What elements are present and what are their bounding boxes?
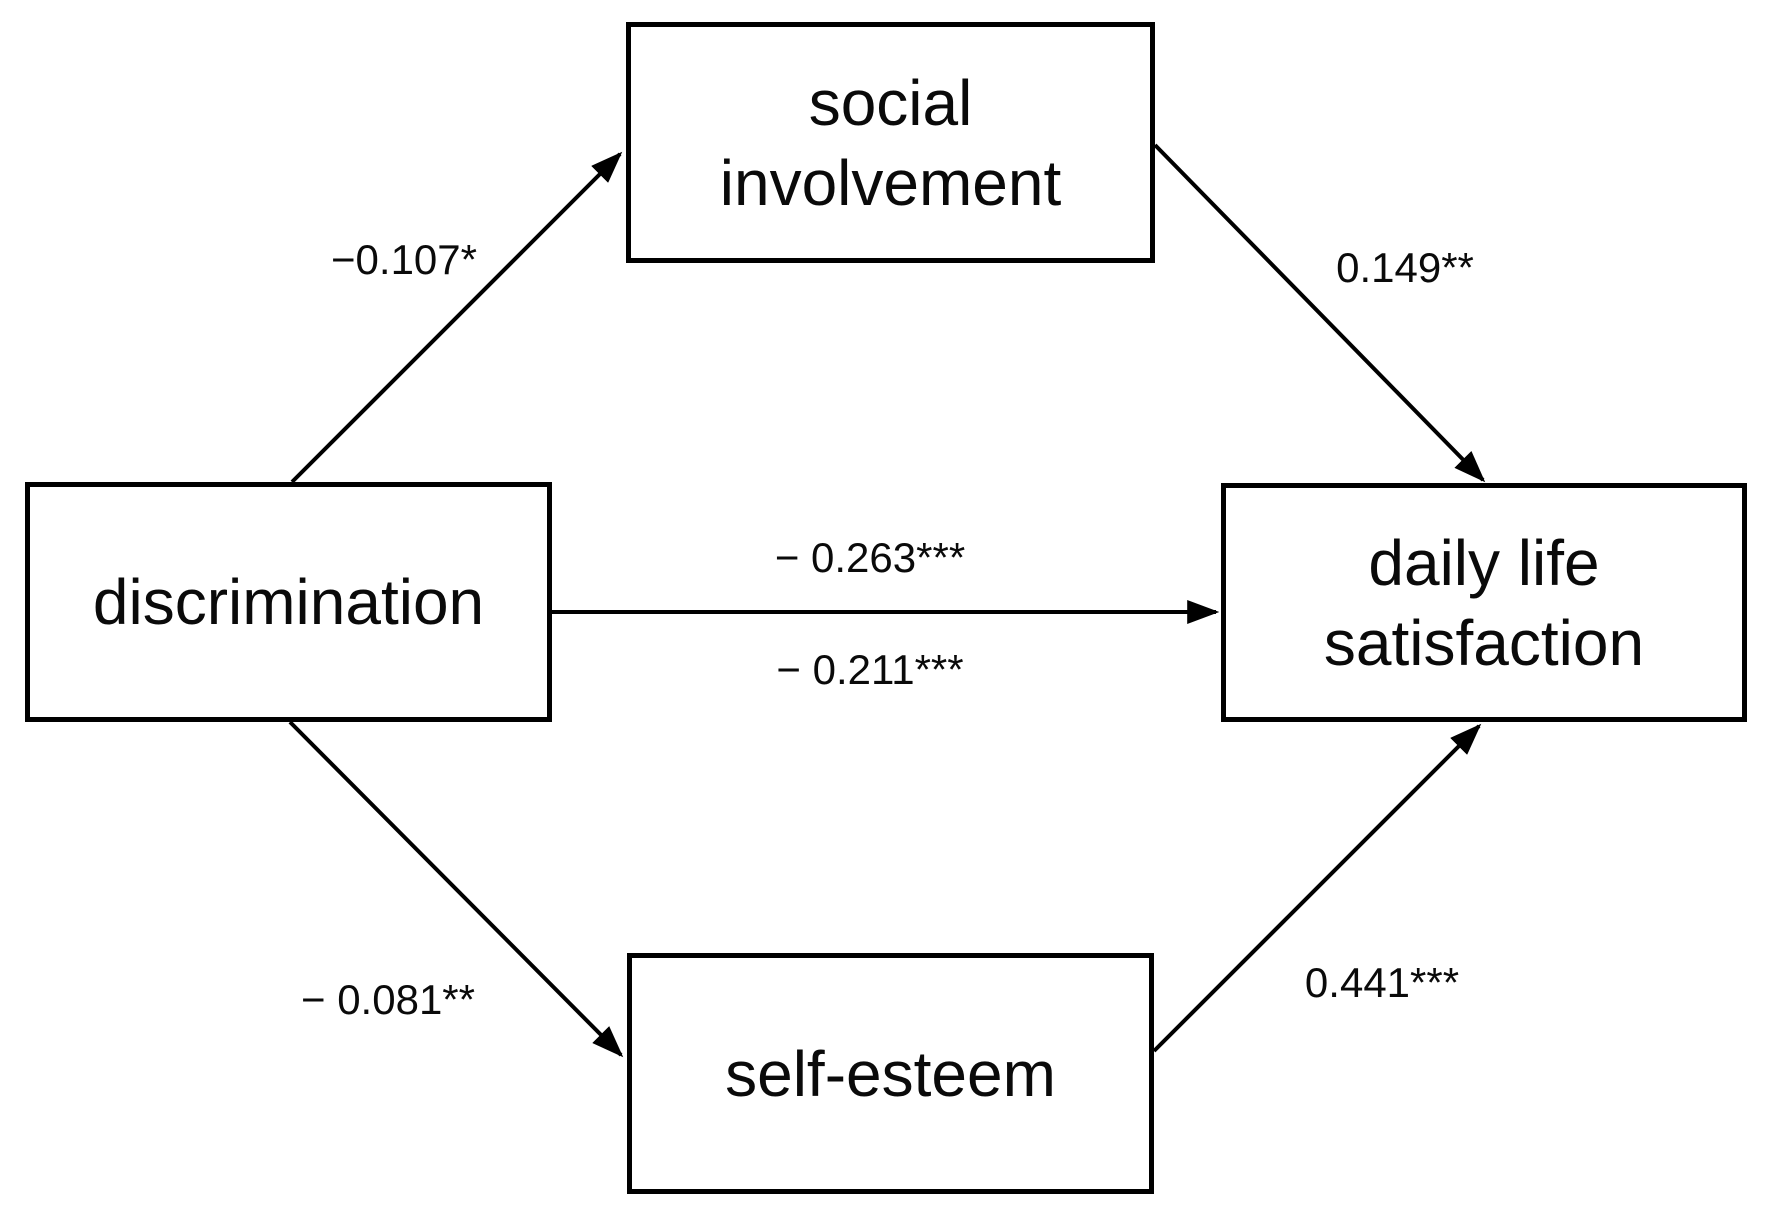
arrow-discrimination-to-social-involvement bbox=[290, 151, 623, 484]
arrow-social-involvement-to-daily-life-satisfaction bbox=[1153, 143, 1486, 483]
coefficient-discrimination-self-esteem: − 0.081** bbox=[301, 976, 475, 1023]
coefficient-self-esteem-daily-life-satisfaction: 0.441*** bbox=[1304, 959, 1460, 1006]
node-daily-life-satisfaction-label: daily life satisfaction bbox=[1323, 526, 1645, 679]
node-daily-life-satisfaction: daily life satisfaction bbox=[1221, 483, 1747, 722]
coefficient-discrimination-daily-life-satisfaction-upper: − 0.263*** bbox=[774, 534, 966, 581]
arrow-discrimination-to-self-esteem bbox=[288, 720, 624, 1058]
coefficient-discrimination-daily-life-satisfaction-lower: − 0.211*** bbox=[776, 646, 964, 693]
coefficient-discrimination-social-involvement: −0.107* bbox=[331, 236, 477, 283]
arrow-self-esteem-to-daily-life-satisfaction bbox=[1152, 723, 1482, 1053]
node-social-involvement: social involvement bbox=[626, 22, 1155, 263]
coefficient-social-involvement-daily-life-satisfaction: 0.149** bbox=[1336, 244, 1474, 291]
node-self-esteem-label: self-esteem bbox=[725, 1037, 1056, 1110]
node-self-esteem: self-esteem bbox=[627, 953, 1154, 1194]
node-discrimination: discrimination bbox=[25, 482, 552, 722]
node-social-involvement-label: social involvement bbox=[719, 66, 1062, 219]
node-discrimination-label: discrimination bbox=[92, 566, 485, 638]
